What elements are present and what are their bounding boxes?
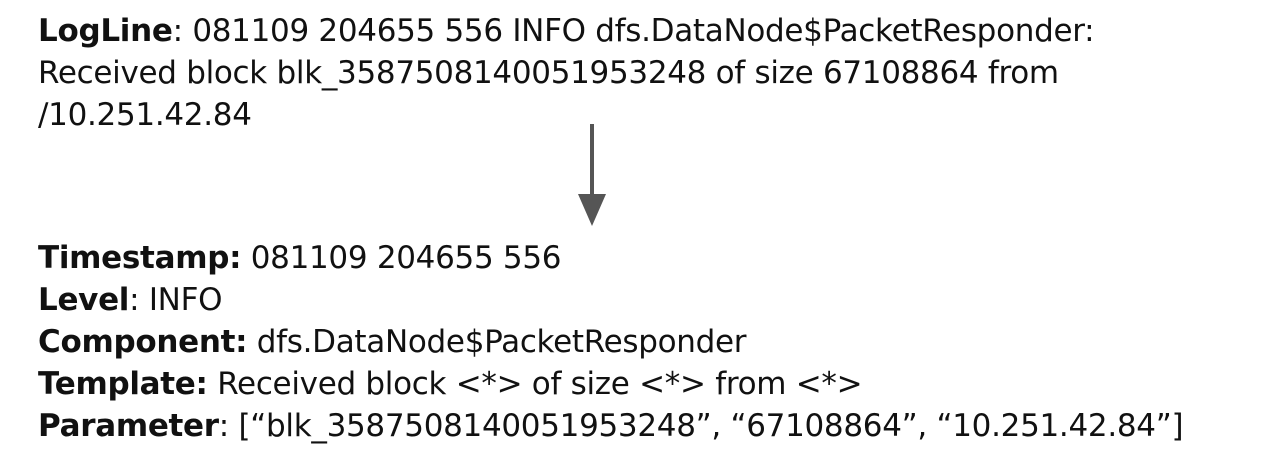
level-row: Level: INFO [38, 279, 1183, 321]
log-line-separator: : [172, 13, 193, 49]
level-value: : INFO [129, 282, 223, 318]
component-value: dfs.DataNode$PacketResponder [247, 324, 747, 360]
log-line-first: LogLine: 081109 204655 556 INFO dfs.Data… [38, 10, 1238, 52]
raw-log-line: LogLine: 081109 204655 556 INFO dfs.Data… [38, 10, 1238, 136]
log-line-text-3: /10.251.42.84 [38, 97, 252, 133]
template-label: Template: [38, 366, 208, 402]
log-line-label: LogLine [38, 13, 173, 49]
timestamp-value: 081109 204655 556 [241, 240, 562, 276]
log-line-text-1: 081109 204655 556 INFO dfs.DataNode$Pack… [192, 13, 1095, 49]
component-label: Component: [38, 324, 248, 360]
timestamp-row: Timestamp: 081109 204655 556 [38, 237, 1183, 279]
parameter-row: Parameter: [“blk_3587508140051953248”, “… [38, 405, 1184, 447]
timestamp-label: Timestamp: [38, 240, 242, 276]
down-arrow-icon [578, 124, 606, 226]
template-row: Template: Received block <*> of size <*>… [38, 363, 1183, 405]
level-label: Level [38, 282, 130, 318]
log-line-text-2: Received block blk_3587508140051953248 o… [38, 55, 1059, 91]
parameter-label: Parameter [38, 408, 219, 444]
template-value: Received block <*> of size <*> from <*> [207, 366, 863, 402]
parameter-value: : [“blk_3587508140051953248”, “67108864”… [218, 408, 1184, 444]
component-row: Component: dfs.DataNode$PacketResponder [38, 321, 1183, 363]
parsed-log-fields: Timestamp: 081109 204655 556 Level: INFO… [38, 237, 1184, 447]
